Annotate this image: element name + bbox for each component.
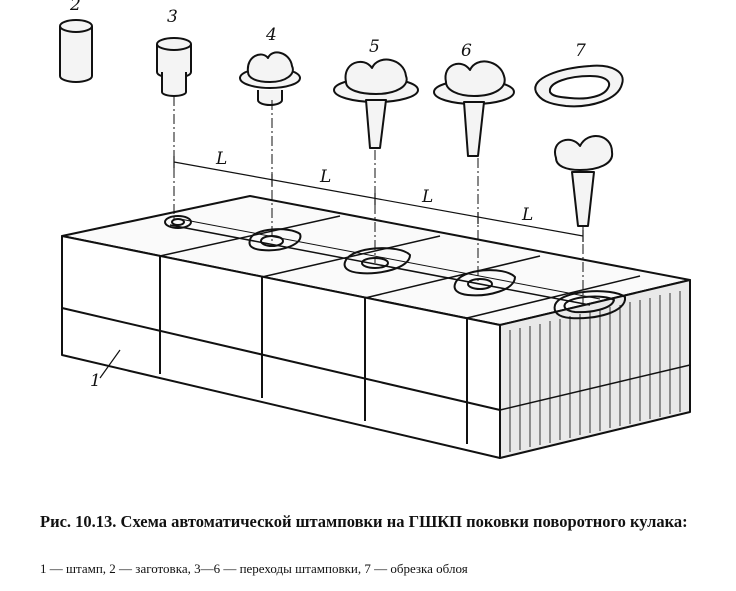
pitch-label-3: L: [421, 187, 433, 207]
pitch-label-4: L: [521, 205, 533, 225]
pitch-label-2: L: [319, 167, 331, 187]
label-step3: 3: [167, 7, 178, 27]
pitch-label-1: L: [215, 149, 227, 169]
step3-part: [156, 37, 192, 97]
figure-legend: 1 — штамп, 2 — заготовка, 3—6 — переходы…: [40, 561, 730, 577]
label-blank: 2: [69, 0, 81, 15]
label-step5: 5: [369, 37, 380, 57]
step5-part: [333, 58, 419, 149]
base-leader-line: [99, 349, 121, 379]
step6-part: [433, 60, 515, 157]
label-step7: 7: [575, 41, 586, 61]
caption-title: Рис. 10.13. Схема автоматической штампов…: [40, 512, 688, 531]
pitch-dimension-line: [173, 156, 584, 242]
figure-caption: Рис. 10.13. Схема автоматической штампов…: [40, 512, 730, 531]
step7-parts: [534, 64, 624, 227]
label-base: 1: [90, 371, 101, 391]
die-stamping-diagram: 2 3 4 5 6 7 1 L L L L: [59, 0, 691, 459]
label-step6: 6: [461, 41, 472, 61]
blank-part: [59, 19, 93, 83]
label-step4: 4: [265, 25, 277, 45]
die-block: [61, 195, 691, 459]
step4-part: [239, 51, 301, 106]
legend-text: 1 — штамп, 2 — заготовка, 3—6 — переходы…: [40, 561, 468, 576]
